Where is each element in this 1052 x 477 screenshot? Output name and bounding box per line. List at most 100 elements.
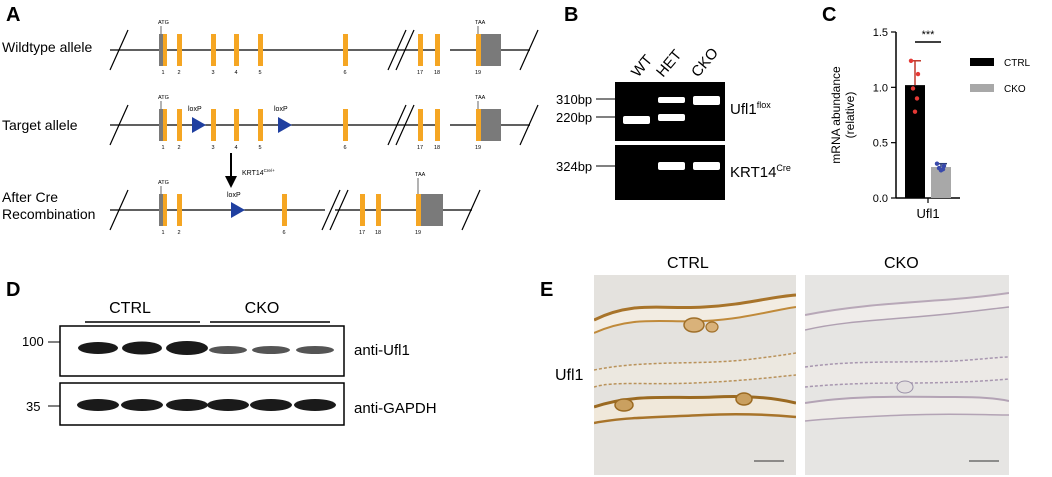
- target-allele-label: Target allele: [2, 117, 78, 133]
- utr-5: [159, 34, 163, 66]
- svg-text:2: 2: [177, 70, 180, 76]
- pcr-gel: WT HET CKO 310bp 220bp 324bp Ufl1flox KR…: [556, 45, 791, 200]
- exon-2: [177, 34, 182, 66]
- bar-cko: [931, 161, 951, 198]
- x-category-label: Ufl1: [916, 206, 939, 221]
- y-tick-label: 0.5: [873, 138, 888, 150]
- bar-ctrl: [905, 58, 925, 198]
- panel-d-letter: D: [6, 279, 21, 301]
- target-allele-track: [109, 101, 539, 146]
- legend-swatch-ctrl: [970, 58, 994, 66]
- loxp-left-icon: [192, 117, 206, 133]
- svg-text:19: 19: [475, 70, 481, 76]
- cre-arrow-icon: [225, 153, 237, 188]
- exon-18: [435, 34, 440, 66]
- svg-text:TAA: TAA: [475, 95, 486, 101]
- band-het-310: [658, 97, 685, 103]
- significance-label: ***: [922, 29, 936, 41]
- after-cre-label: After Cre Recombination: [2, 189, 96, 222]
- svg-text:4: 4: [234, 145, 237, 151]
- cko-allele-track: [109, 178, 481, 231]
- cre-arrow-label: KRT14Cre/+: [242, 168, 275, 177]
- bar-ctrl-rect: [905, 85, 925, 198]
- svg-text:ATG: ATG: [158, 95, 169, 101]
- gel-top: [615, 82, 725, 141]
- blot-ctrl-label: CTRL: [109, 300, 151, 317]
- panel-b-letter: B: [564, 4, 579, 26]
- lane-cko-label: CKO: [688, 45, 722, 81]
- exon-1: [163, 34, 167, 66]
- svg-text:18: 18: [434, 70, 440, 76]
- exon-19: [476, 34, 481, 66]
- krt14-cre-label: KRT14Cre: [730, 163, 791, 181]
- data-point: [914, 96, 920, 101]
- svg-text:ATG: ATG: [158, 180, 169, 186]
- y-tick-label: 1.0: [873, 82, 888, 94]
- data-point: [910, 86, 916, 91]
- svg-text:6: 6: [343, 145, 346, 151]
- exon-6: [343, 34, 348, 66]
- svg-text:19: 19: [475, 145, 481, 151]
- y-tick-label: 1.5: [873, 27, 888, 39]
- size-310-label: 310bp: [556, 92, 592, 107]
- svg-text:TAA: TAA: [415, 172, 426, 178]
- chart-legend: CTRL CKO: [970, 58, 1031, 95]
- loxp-remaining-icon: [231, 202, 245, 218]
- svg-text:5: 5: [258, 70, 261, 76]
- exon-5: [258, 34, 263, 66]
- band-wt-220: [623, 116, 650, 124]
- lane-het-label: HET: [653, 47, 685, 81]
- qpcr-bar-chart: mRNA abundance(relative) 0.00.51.01.5 Uf…: [829, 27, 1031, 221]
- svg-text:1: 1: [161, 230, 164, 236]
- wt-taa-text: TAA: [475, 20, 486, 26]
- lane-wt-label: WT: [628, 52, 656, 81]
- loxp-right-label: loxP: [274, 106, 288, 113]
- data-point: [915, 71, 921, 77]
- band-cko-324: [693, 162, 720, 170]
- svg-text:1: 1: [161, 70, 164, 76]
- band-het-324: [658, 162, 685, 170]
- svg-text:2: 2: [177, 145, 180, 151]
- ihc-cko-label: CKO: [884, 255, 919, 272]
- y-axis-label: mRNA abundance(relative): [829, 66, 857, 164]
- svg-text:4: 4: [234, 70, 237, 76]
- size-220-label: 220bp: [556, 110, 592, 125]
- anti-ufl1-label: anti-Ufl1: [354, 342, 410, 359]
- ihc-ctrl-label: CTRL: [667, 255, 709, 272]
- loxp-remaining-label: loxP: [227, 192, 241, 199]
- svg-text:17: 17: [417, 145, 423, 151]
- gel-bottom: [615, 145, 725, 200]
- panel-c-letter: C: [822, 4, 837, 26]
- band-cko-310: [693, 96, 720, 105]
- svg-text:17: 17: [417, 70, 423, 76]
- data-point: [908, 58, 914, 63]
- svg-text:3: 3: [211, 70, 214, 76]
- svg-text:6: 6: [282, 230, 285, 236]
- svg-text:1: 1: [161, 145, 164, 151]
- ihc-cko-image: [805, 275, 1009, 475]
- exon-17: [418, 34, 423, 66]
- svg-text:5: 5: [258, 145, 261, 151]
- svg-text:19: 19: [415, 230, 421, 236]
- panel-a-letter: A: [6, 4, 21, 26]
- bar-cko-rect: [931, 167, 951, 198]
- gel-lane-labels: WT HET CKO: [628, 45, 722, 81]
- bars: [905, 58, 951, 198]
- exon-4: [234, 34, 239, 66]
- data-point: [934, 161, 940, 166]
- legend-label-cko: CKO: [1004, 84, 1026, 95]
- western-blot: CTRL CKO 100 35 anti-Ufl1 anti-GAPDH: [22, 300, 437, 426]
- data-point: [938, 168, 944, 173]
- ihc-row-label: Ufl1: [555, 367, 584, 384]
- anti-gapdh-label: anti-GAPDH: [354, 400, 437, 417]
- legend-label-ctrl: CTRL: [1004, 58, 1031, 69]
- size-324-label: 324bp: [556, 159, 592, 174]
- mw-35-label: 35: [26, 399, 40, 414]
- svg-text:18: 18: [434, 145, 440, 151]
- wildtype-allele-label: Wildtype allele: [2, 39, 93, 55]
- wildtype-allele-track: [109, 26, 539, 71]
- ihc-ctrl-image: [594, 275, 796, 475]
- band-het-220: [658, 114, 685, 121]
- wt-atg-text: ATG: [158, 20, 169, 26]
- svg-text:3: 3: [211, 145, 214, 151]
